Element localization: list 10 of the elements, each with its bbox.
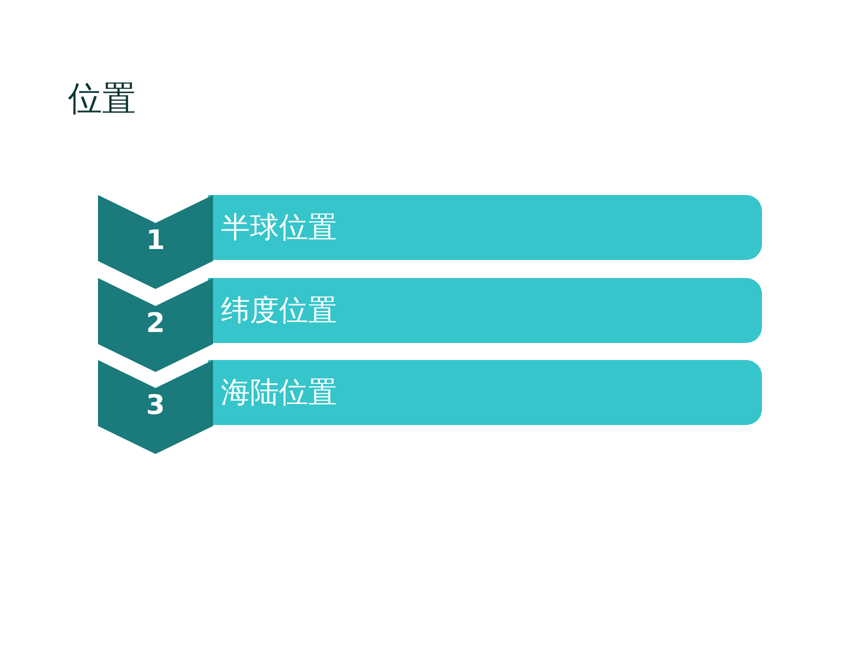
step-number: 2 <box>145 307 166 341</box>
list-bar <box>208 278 762 343</box>
bar-text: 半球位置 <box>221 208 337 246</box>
step-number: 1 <box>145 224 166 258</box>
bar-text: 海陆位置 <box>221 374 337 410</box>
bar-text: 纬度位置 <box>221 292 337 328</box>
list-bar <box>208 360 762 425</box>
list-bar <box>208 195 762 260</box>
slide-title: 位置 <box>68 78 136 121</box>
step-number: 3 <box>145 389 166 423</box>
